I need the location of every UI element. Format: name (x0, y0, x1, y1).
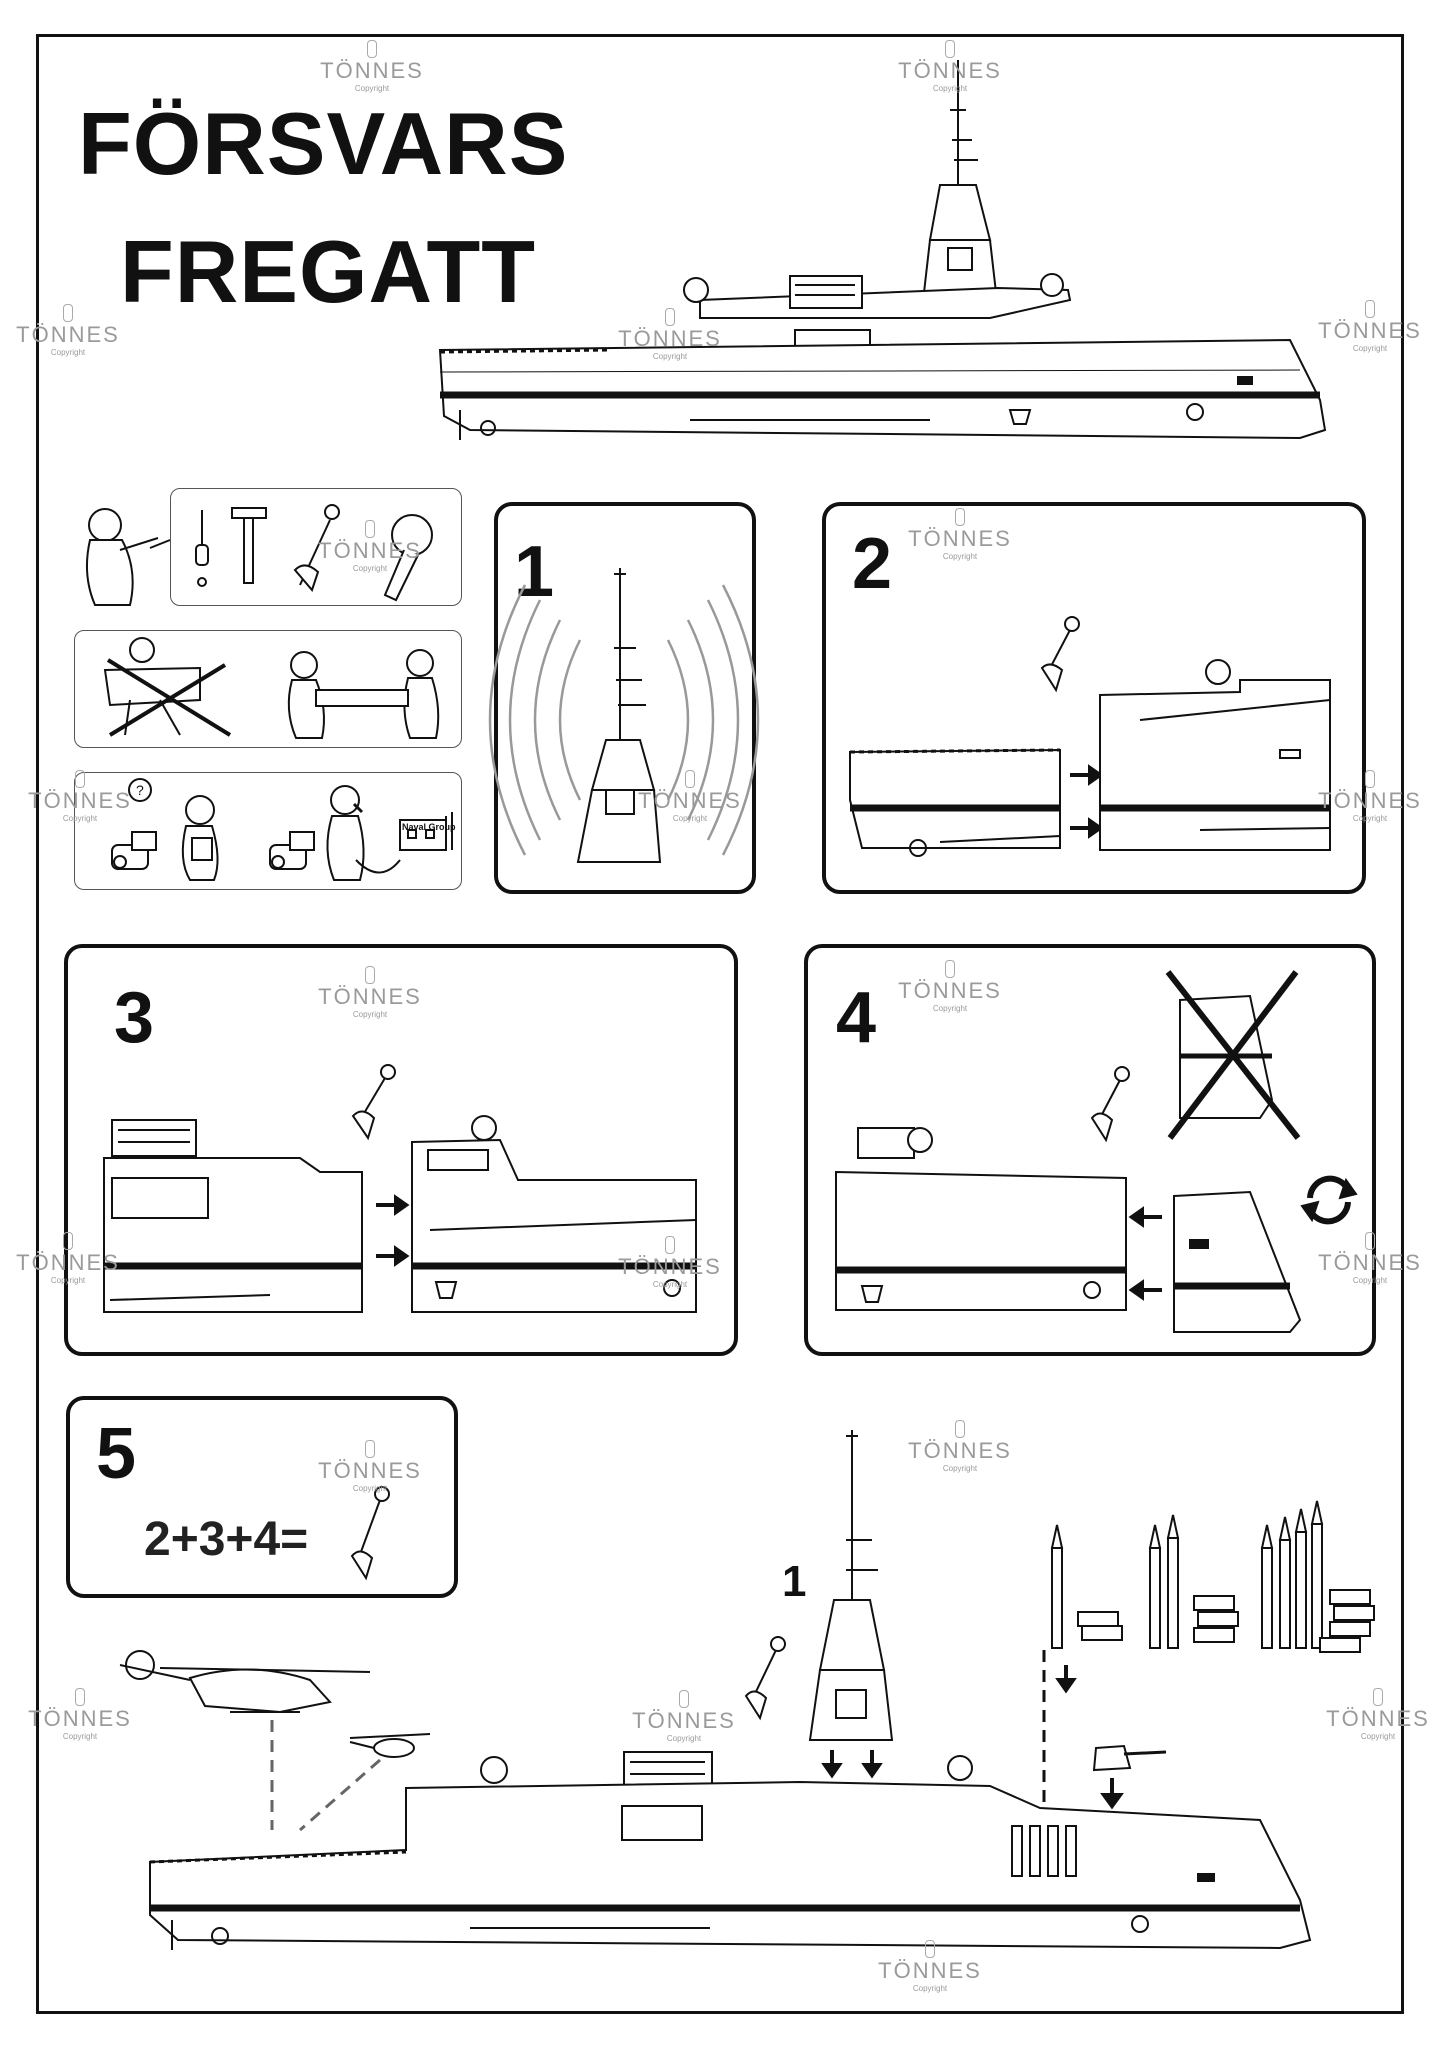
wrench-icon-final (744, 1636, 786, 1721)
cross-out-icon-step-4 (1165, 970, 1301, 1140)
down-arrows-mast (821, 1750, 883, 1779)
hammer-icon (231, 507, 267, 584)
question-mark: ? (136, 782, 144, 798)
missile-single-icon (1050, 1524, 1064, 1649)
helicopter-large-icon (119, 1650, 371, 1714)
wrench-icon-step-2 (1040, 616, 1080, 693)
final-ship (149, 1751, 1312, 1950)
step-2-number: 2 (852, 524, 893, 604)
wrench-icon-step-3 (351, 1064, 396, 1141)
gun-turret-icon (1092, 1744, 1167, 1772)
mast-module (808, 1430, 894, 1741)
naval-group-sign: Naval Group (402, 822, 456, 832)
wrench-icon-step-4 (1090, 1066, 1130, 1143)
missile-quad-icon (1260, 1500, 1324, 1649)
mid-hull-section (1099, 659, 1331, 851)
wrench-icon-step-5 (350, 1486, 390, 1581)
angle-grinder-icon (383, 514, 433, 602)
step-4-number: 4 (836, 978, 877, 1058)
down-arrow-gun (1100, 1778, 1124, 1810)
wrench-icon (293, 504, 340, 592)
mid-hull-section-step-3 (103, 1119, 363, 1313)
person-on-phone-icon (326, 785, 401, 881)
screwdriver-icon (195, 510, 209, 587)
confused-person-icon (128, 778, 219, 881)
hero-ship-illustration (438, 60, 1327, 440)
forward-hull-section-step-3 (411, 1115, 697, 1313)
mid-hull-section-step-4 (835, 1127, 1127, 1311)
mast-with-signal-icon (488, 568, 760, 863)
assembly-arrow-icon (1070, 764, 1104, 839)
rotate-arrows-icon (1300, 1175, 1358, 1225)
bow-wrong-orientation-icon (1179, 994, 1274, 1119)
money-stack-icon (1077, 1611, 1123, 1641)
helicopter-drone-icon (349, 1733, 431, 1758)
title-line-2: FREGATT (120, 222, 536, 321)
cross-out-icon (106, 658, 232, 737)
step-5-number: 5 (96, 1414, 137, 1494)
two-people-carrying-icon (287, 649, 440, 739)
engine-part-icon-2 (269, 831, 315, 870)
title-line-1: FÖRSVARS (78, 94, 569, 193)
money-stack-icon-3 (1319, 1589, 1375, 1653)
engine-part-icon (111, 831, 157, 870)
step-5-formula: 2+3+4= (144, 1513, 309, 1566)
assembly-arrow-icon-step-3 (376, 1194, 410, 1267)
assembly-arrow-icon-step-4 (1128, 1206, 1162, 1301)
final-mast-label: 1 (782, 1557, 807, 1606)
down-arrow-missile (1055, 1665, 1077, 1694)
step-3-number: 3 (114, 978, 155, 1058)
money-stack-icon-2 (1193, 1595, 1239, 1643)
aft-hull-section (849, 748, 1061, 857)
step-5-panel (66, 1396, 458, 1598)
person-speaking-icon (86, 508, 171, 606)
bow-hull-section-step-4 (1173, 1190, 1302, 1333)
naval-group-building-icon (399, 812, 453, 851)
missile-double-icon (1148, 1514, 1180, 1649)
